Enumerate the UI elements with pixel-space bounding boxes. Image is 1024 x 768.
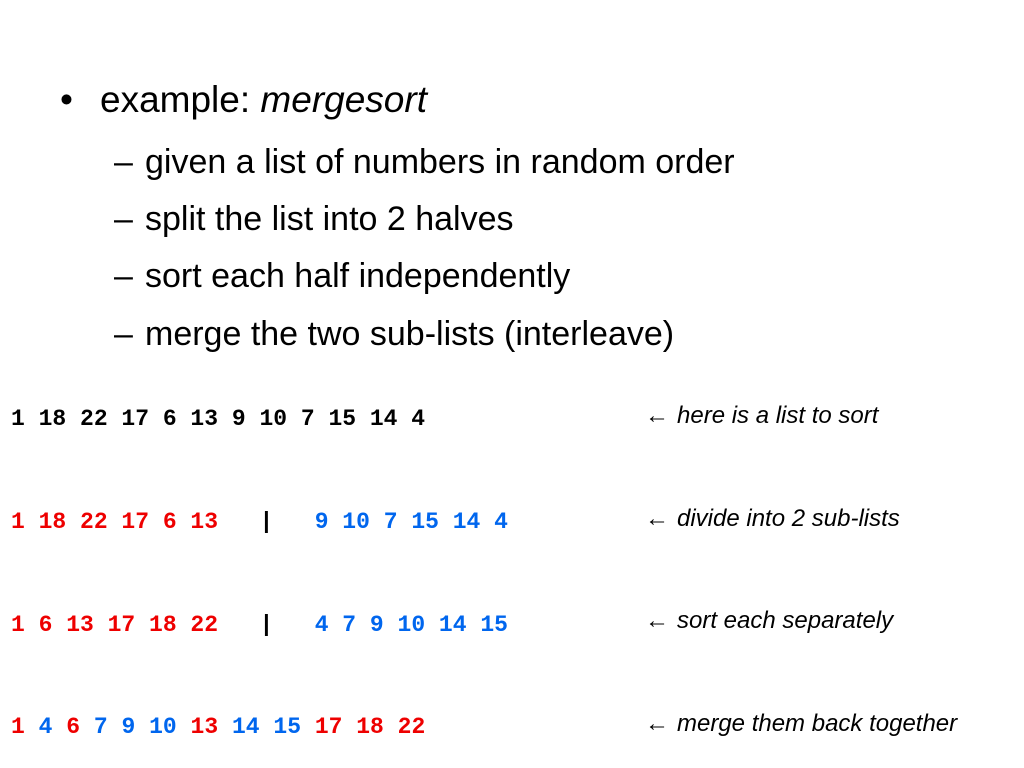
merged-row: 1 4 6 7 9 10 13 14 15 17 18 22 xyxy=(11,713,425,741)
merged-number: 18 xyxy=(356,714,384,740)
separator: | xyxy=(259,612,274,638)
sub-item-text: split the list into 2 halves xyxy=(145,200,514,238)
sub-item-text: sort each half independently xyxy=(145,257,571,295)
merged-number: 7 xyxy=(93,714,108,740)
divided-annotation: ← divide into 2 sub-lists xyxy=(645,505,900,533)
sub-marker: – xyxy=(114,315,133,353)
left-arrow-icon: ← xyxy=(645,402,669,429)
left-half: 1 18 22 17 6 13 xyxy=(11,509,219,535)
sorted-row: 1 6 13 17 18 22 | 4 7 9 10 14 15 xyxy=(11,611,508,639)
left-half: 1 6 13 17 18 22 xyxy=(11,612,219,638)
sub-marker: – xyxy=(114,257,133,295)
left-arrow-icon: ← xyxy=(645,710,669,737)
merged-number: 14 xyxy=(231,714,260,740)
sub-item: –sort each half independently xyxy=(114,256,570,296)
original-annotation: ← here is a list to sort xyxy=(645,402,878,430)
sub-item: –given a list of numbers in random order xyxy=(114,142,735,182)
merged-number: 15 xyxy=(273,714,301,740)
merged-number: 1 xyxy=(11,714,25,740)
merged-number: 22 xyxy=(397,714,426,740)
right-half: 4 7 9 10 14 15 xyxy=(314,612,508,638)
bullet-marker: • xyxy=(60,79,73,120)
sub-item-text: given a list of numbers in random order xyxy=(145,143,735,181)
annotation-text: divide into 2 sub-lists xyxy=(677,505,900,532)
sub-item: –split the list into 2 halves xyxy=(114,199,514,239)
bullet-label: example: xyxy=(100,79,261,120)
right-half: 9 10 7 15 14 4 xyxy=(314,509,508,535)
sorted-annotation: ← sort each separately xyxy=(645,607,893,635)
annotation-text: sort each separately xyxy=(677,607,894,634)
sub-marker: – xyxy=(114,143,133,181)
merged-annotation: ← merge them back together xyxy=(645,710,957,738)
original-list: 1 18 22 17 6 13 9 10 7 15 14 4 xyxy=(11,406,426,432)
merged-number: 6 xyxy=(66,714,81,740)
annotation-text: merge them back together xyxy=(677,710,958,737)
annotation-text: here is a list to sort xyxy=(677,402,879,429)
merged-number: 4 xyxy=(38,714,53,740)
separator: | xyxy=(259,509,274,535)
merged-number: 17 xyxy=(314,714,343,740)
left-arrow-icon: ← xyxy=(645,505,669,532)
sub-item: –merge the two sub-lists (interleave) xyxy=(114,314,674,354)
sub-item-text: merge the two sub-lists (interleave) xyxy=(145,315,675,353)
bullet-emphasis: mergesort xyxy=(260,79,427,120)
left-arrow-icon: ← xyxy=(645,607,669,634)
merged-number: 13 xyxy=(190,714,219,740)
main-bullet: • example: mergesort xyxy=(60,78,427,122)
sub-marker: – xyxy=(114,200,133,238)
merged-number: 9 xyxy=(121,714,136,740)
divided-row: 1 18 22 17 6 13 | 9 10 7 15 14 4 xyxy=(11,508,508,536)
merged-number: 10 xyxy=(149,714,177,740)
